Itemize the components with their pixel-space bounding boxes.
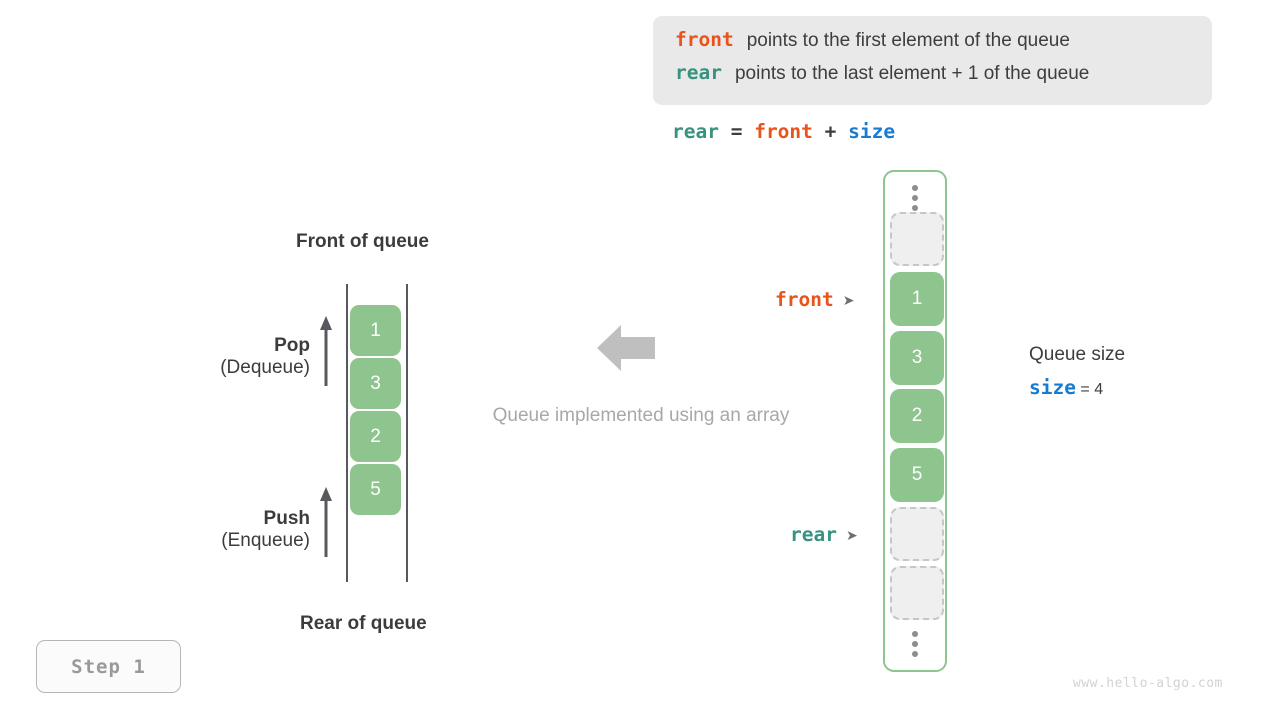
- watermark: www.hello-algo.com: [1073, 676, 1223, 691]
- push-operation-label: Push (Enqueue): [140, 508, 310, 552]
- front-pointer-arrow-icon: ➤: [842, 291, 855, 308]
- vertical-dots-icon-bottom: [912, 631, 918, 657]
- queue-cell: 2: [350, 411, 401, 462]
- queue-cell: 5: [350, 464, 401, 515]
- formula-rear: rear: [672, 120, 719, 143]
- front-pointer-label: front: [775, 288, 834, 311]
- legend-description-rear: points to the last element + 1 of the qu…: [734, 63, 1090, 84]
- legend-box: front points to the first element of the…: [653, 16, 1212, 105]
- push-title: Push: [263, 508, 310, 529]
- queue-rail-right: [406, 284, 408, 582]
- rear-of-queue-label: Rear of queue: [300, 613, 427, 634]
- arrow-left-icon: [597, 325, 655, 371]
- legend-keyword-rear: rear: [675, 61, 722, 84]
- array-cell-filled: 3: [890, 331, 944, 385]
- queue-size-var: size: [1029, 376, 1076, 399]
- rear-pointer-arrow-icon: ➤: [845, 526, 858, 543]
- pop-subtitle: (Dequeue): [220, 357, 310, 378]
- front-of-queue-label: Front of queue: [296, 231, 429, 252]
- pop-title: Pop: [274, 335, 310, 356]
- legend-keyword-front: front: [675, 28, 734, 51]
- formula-equals: =: [718, 120, 755, 143]
- step-badge: Step 1: [36, 640, 181, 693]
- array-container: 1 3 2 5: [883, 170, 947, 672]
- legend-line-rear: rear points to the last element + 1 of t…: [675, 61, 1190, 94]
- queue-size-block: Queue size size = 4: [1029, 344, 1125, 399]
- legend-line-front: front points to the first element of the…: [675, 28, 1190, 61]
- array-cell-empty: [890, 507, 944, 561]
- formula-rear-equals-front-plus-size: rear = front + size: [672, 120, 895, 143]
- queue-size-equals: =: [1075, 381, 1095, 398]
- array-cell-filled: 5: [890, 448, 944, 502]
- formula-front: front: [754, 120, 813, 143]
- vertical-dots-icon-top: [912, 185, 918, 211]
- rear-pointer: rear ➤: [790, 523, 858, 546]
- queue-size-title: Queue size: [1029, 344, 1126, 365]
- queue-size-expression: size = 4: [1029, 376, 1125, 399]
- array-cell-empty: [890, 566, 944, 620]
- array-cell-filled: 2: [890, 389, 944, 443]
- queue-size-value: 4: [1094, 381, 1104, 398]
- array-cell-filled: 1: [890, 272, 944, 326]
- array-cell-empty: [890, 212, 944, 266]
- rear-pointer-label: rear: [790, 523, 837, 546]
- formula-size: size: [848, 120, 896, 143]
- pop-up-arrow-icon: [320, 316, 332, 386]
- push-up-arrow-icon: [320, 487, 332, 557]
- pop-operation-label: Pop (Dequeue): [140, 335, 310, 379]
- front-pointer: front ➤: [775, 288, 854, 311]
- queue-rail-left: [346, 284, 348, 582]
- legend-description-front: points to the first element of the queue: [746, 30, 1070, 51]
- push-subtitle: (Enqueue): [221, 530, 310, 551]
- queue-cell: 1: [350, 305, 401, 356]
- formula-plus: +: [812, 120, 849, 143]
- center-caption: Queue implemented using an array: [492, 405, 790, 426]
- queue-cell: 3: [350, 358, 401, 409]
